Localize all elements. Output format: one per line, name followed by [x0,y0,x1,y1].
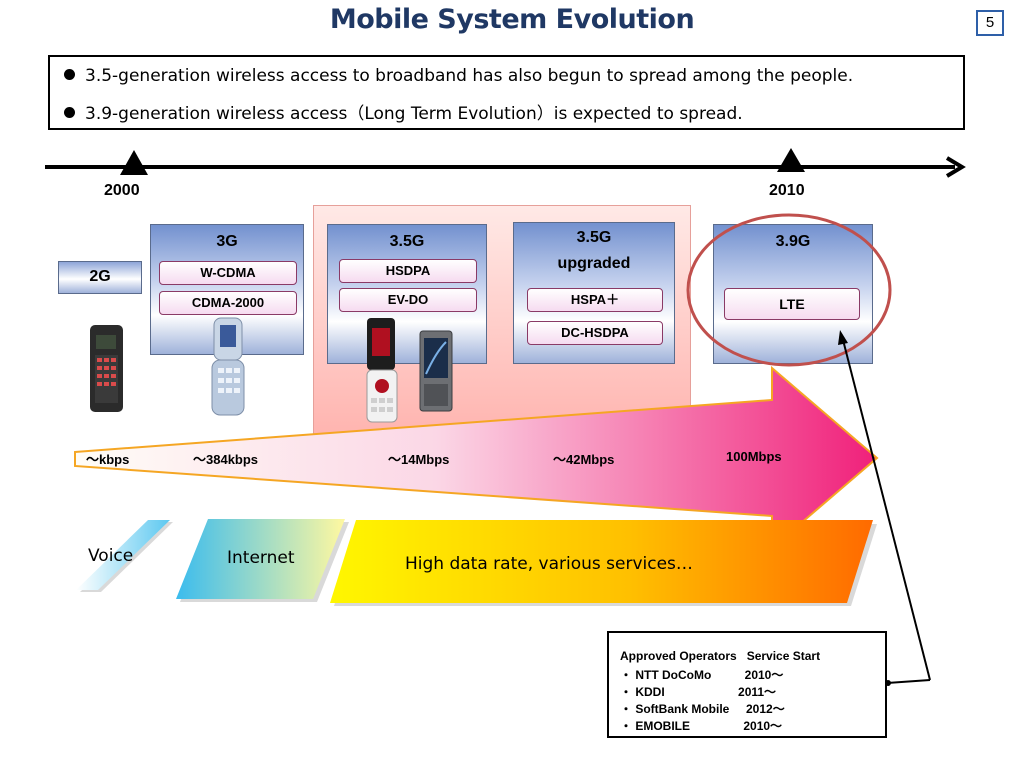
gen-35g-label: 3.5G [389,233,425,250]
gen-2g-label: 2G [89,268,111,285]
page-number: 5 [976,10,1004,36]
operator-row: ・ KDDI 2011～ [620,685,777,699]
voice-band [76,520,170,590]
operator-row: ・ SoftBank Mobile 2012～ [620,702,785,716]
slide-title: Mobile System Evolution [329,4,695,35]
timeline-arrowhead-icon [945,156,966,178]
tech-w-cdma: W-CDMA [159,261,297,285]
gen-3g-label: 3G [216,233,238,250]
year-2010-marker-icon [777,148,805,172]
phone-35g-black-image-icon [419,330,453,412]
tech-lte: LTE [724,288,860,320]
tech-hspa-plus: HSPA＋ [527,288,663,312]
callout-arrowhead-icon [838,330,848,345]
phone-3g-image-icon [211,317,245,416]
bullet-text: 3.5-generation wireless access to broadb… [85,66,854,86]
speed-arrow [74,365,879,551]
year-2000-label: 2000 [104,182,140,199]
speed-label: ～384kbps [193,452,259,467]
gen-2g-box: 2G [58,261,142,294]
callout-connector [887,679,931,684]
service-high-data-label: High data rate, various services… [405,554,693,574]
speed-label: 100Mbps [726,449,782,464]
tech-ev-do: EV-DO [339,288,477,312]
gen-39g-label: 3.9G [775,233,811,250]
tech-cdma-2000: CDMA-2000 [159,291,297,315]
bullet-dot-icon [64,107,75,118]
operators-header: Approved Operators Service Start [620,649,821,663]
bullet-text: 3.9-generation wireless access（Long Term… [85,104,743,124]
bullet-item: 3.9-generation wireless access（Long Term… [64,99,743,124]
year-2000-marker-icon [120,150,148,175]
operator-row: ・ EMOBILE 2010～ [620,719,783,733]
lte-highlight-circle [686,213,892,367]
speed-label: ～kbps [86,452,130,467]
speed-label: ～14Mbps [388,452,450,467]
phone-35g-red-image-icon [366,318,398,423]
year-2010-label: 2010 [769,182,805,199]
callout-arrow-line [841,335,931,681]
internet-band [176,519,345,599]
service-voice-label: Voice [88,546,134,566]
bullet-dot-icon [64,69,75,80]
service-internet-label: Internet [227,548,295,568]
operator-row: ・ NTT DoCoMo 2010～ [620,668,784,682]
tech-hsdpa: HSDPA [339,259,477,283]
services-band [330,520,873,603]
gen-35g-box: 3.5G HSDPA EV-DO [327,224,487,364]
phone-2g-image-icon [90,325,123,412]
gen-35g-upgraded-label-line2: upgraded [557,255,631,272]
gen-35g-upgraded-box: 3.5G upgraded HSPA＋ DC-HSDPA [513,222,675,364]
bullet-box: 3.5-generation wireless access to broadb… [48,55,965,130]
tech-dc-hsdpa: DC-HSDPA [527,321,663,345]
speed-label: ～42Mbps [553,452,615,467]
operators-box: Approved Operators Service Start ・ NTT D… [607,631,887,738]
bullet-item: 3.5-generation wireless access to broadb… [64,66,853,86]
gen-35g-upgraded-label-line1: 3.5G [576,229,612,246]
